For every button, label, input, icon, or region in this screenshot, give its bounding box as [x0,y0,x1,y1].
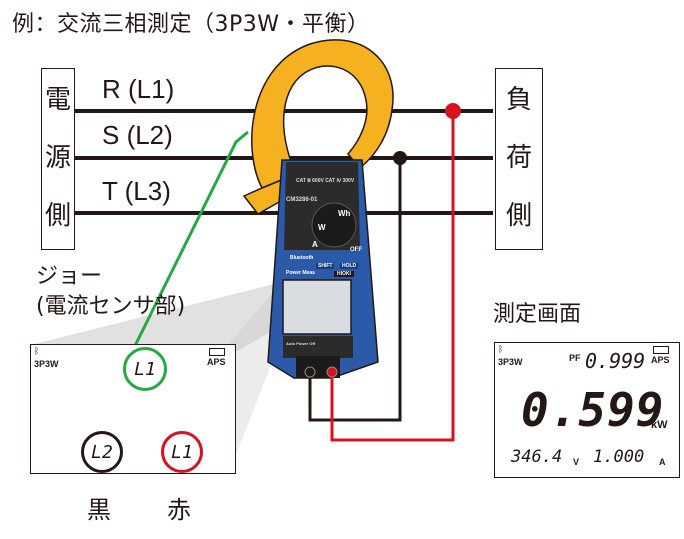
black-probe-badge: L2 [81,431,123,473]
dial-w-label: W [318,223,326,232]
pf-label: PF [569,353,581,363]
measurement-lcd-mode: 3P3W [498,357,523,367]
black-probe-junction [393,151,407,165]
bluetooth-icon: ᛒ [498,345,504,355]
source-side-box: 電 源 側 [41,68,75,250]
bluetooth-icon: ᛒ [34,347,40,357]
source-char-2: 源 [44,143,71,173]
load-char-3: 側 [505,201,532,231]
measurement-lcd-aps: APS [651,355,670,365]
main-power-value: 0.599 [521,383,665,437]
jaw-lcd-aps: APS [207,357,226,367]
black-probe-wire [308,158,402,422]
line-label-t: T (L3) [102,176,171,206]
voltage-value: 346.4 [511,447,563,467]
voltage-unit: V [573,457,580,467]
meter-display [282,279,352,335]
measurement-lcd-panel: ᛒ 3P3W APS PF 0.999 0.599 kW 346.4 V 1.0… [494,342,680,478]
dial-wh-label: Wh [338,209,351,218]
bluetooth-label: Bluetooth [290,255,314,261]
current-unit: A [659,457,666,467]
load-char-1: 負 [505,85,532,115]
sensor-leader [126,130,249,361]
jaw-lcd-panel: ᛒ 3P3W APS L1 L2 L1 [30,344,236,474]
jaw-sensor-label: ジョー (電流センサ部) [36,264,186,319]
red-probe-badge-text: L1 [171,441,193,463]
meter-keypad [283,336,353,358]
line-label-r: R (L1) [102,74,175,104]
meter-model: CM3286-01 [286,197,318,203]
pf-value: 0.999 [585,349,646,373]
main-power-unit: kW [651,419,668,431]
auto-power-off-button[interactable]: Auto Power Off [286,341,316,346]
red-probe-badge: L1 [161,431,203,473]
load-char-2: 荷 [505,143,532,173]
dial-a-label: A [312,240,318,249]
sensor-badge-text: L1 [134,358,156,380]
load-side-box: 負 荷 側 [495,68,543,250]
current-value: 1.000 [593,447,645,467]
hold-button[interactable]: HOLD [340,263,359,269]
meter-cat-rating: CAT Ⅲ 600V CAT Ⅳ 300V [296,178,355,184]
power-meas-button[interactable]: Power Meas [286,270,315,276]
dial-off-label: OFF [350,247,362,253]
battery-icon [653,346,669,354]
red-probe-wire [330,111,455,442]
measurement-screen-label: 測定画面 [493,302,582,327]
red-probe-junction [445,103,461,119]
red-probe-caption: 赤 [167,496,191,524]
line-label-s: S (L2) [102,120,173,150]
clamp-meter-body [267,159,379,379]
meter-brand: HIOKI [334,271,354,277]
page-title: 例：交流三相測定（3P3W・平衡） [12,12,370,37]
source-char-1: 電 [44,85,71,115]
shift-button[interactable]: SHIFT [316,263,335,269]
jaw-lcd-mode: 3P3W [34,359,59,369]
sensor-badge: L1 [123,347,167,391]
black-probe-caption: 黒 [87,496,111,524]
black-probe-badge-text: L2 [91,441,113,463]
red-terminal [326,366,338,378]
source-char-3: 側 [44,201,71,231]
rotary-dial [311,202,357,248]
black-terminal [304,366,316,378]
battery-icon [209,348,225,356]
